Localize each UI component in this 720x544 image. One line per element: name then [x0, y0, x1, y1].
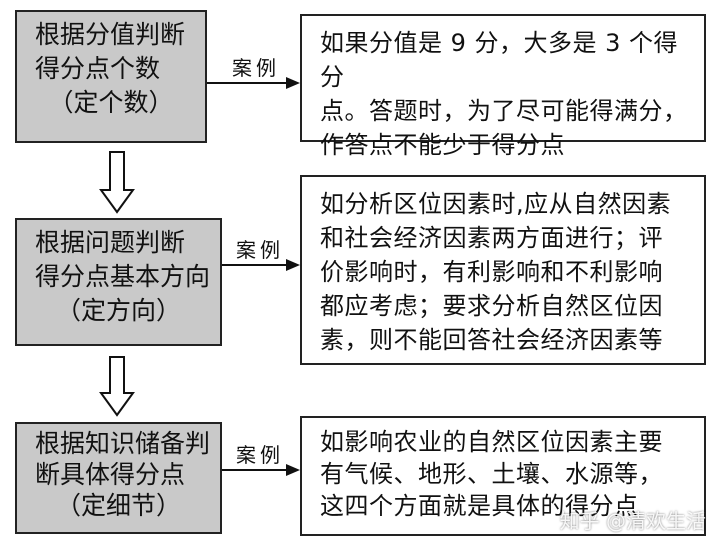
step-3-example-line-3: 这四个方面就是具体的得分点: [320, 492, 639, 520]
step-1-criterion-box: 根据分值判断 得分点个数 （定个数）: [15, 10, 207, 143]
step-1-example-line-3: 作答点不能少于得分点: [320, 131, 565, 159]
step-2-example-line-3: 价影响时，有利影响和不利影响: [320, 258, 663, 286]
step-3-case-label: 案例: [236, 443, 284, 467]
step-3-criterion-line-1: 根据知识储备判: [35, 429, 211, 458]
step-1-criterion-sub: （定个数）: [48, 88, 174, 117]
down-arrow-1: [99, 151, 135, 214]
down-arrow-2: [99, 356, 135, 417]
step-2-example-line-1: 如分析区位因素时,应从自然因素: [320, 190, 672, 218]
step-2-criterion-box: 根据问题判断 得分点基本方向 （定方向）: [15, 218, 222, 346]
step-3-criterion-line-2: 断具体得分点: [35, 460, 186, 489]
case-arrow-3: [222, 464, 300, 476]
step-1-example-line-1: 如果分值是 9 分，大多是 3 个得分: [320, 29, 679, 91]
step-3-example-line-2: 有气候、地形、土壤、水源等，: [320, 460, 663, 488]
step-1-example-line-2: 点。答题时，为了尽可能得满分，: [320, 97, 688, 125]
step-1-criterion-line-2: 得分点个数: [35, 54, 161, 83]
step-2-criterion-line-2: 得分点基本方向: [35, 262, 211, 291]
step-3-example-line-1: 如影响农业的自然区位因素主要: [320, 428, 663, 456]
step-3-criterion-box: 根据知识储备判 断具体得分点 （定细节）: [15, 422, 222, 534]
watermark: 知乎 @清欢生活: [559, 509, 706, 533]
step-1-case-label: 案例: [232, 56, 280, 80]
step-2-example-box: 如分析区位因素时,应从自然因素 和社会经济因素两方面进行；评 价影响时，有利影响…: [300, 175, 706, 365]
step-2-case-label: 案例: [236, 238, 284, 262]
case-arrow-2: [222, 259, 300, 271]
step-3-criterion-sub: （定细节）: [55, 491, 181, 520]
step-2-example-line-2: 和社会经济因素两方面进行；评: [320, 224, 663, 252]
step-2-example-line-4: 都应考虑；要求分析自然区位因: [320, 292, 663, 320]
step-1-criterion-line-1: 根据分值判断: [35, 20, 186, 49]
step-2-criterion-sub: （定方向）: [55, 296, 181, 325]
step-3-example-box: 如影响农业的自然区位因素主要 有气候、地形、土壤、水源等， 这四个方面就是具体的…: [300, 416, 706, 536]
step-2-example-line-5: 素，则不能回答社会经济因素等: [320, 326, 663, 354]
case-arrow-1: [207, 77, 300, 89]
step-1-example-box: 如果分值是 9 分，大多是 3 个得分 点。答题时，为了尽可能得满分， 作答点不…: [300, 14, 706, 159]
step-2-criterion-line-1: 根据问题判断: [35, 228, 186, 257]
